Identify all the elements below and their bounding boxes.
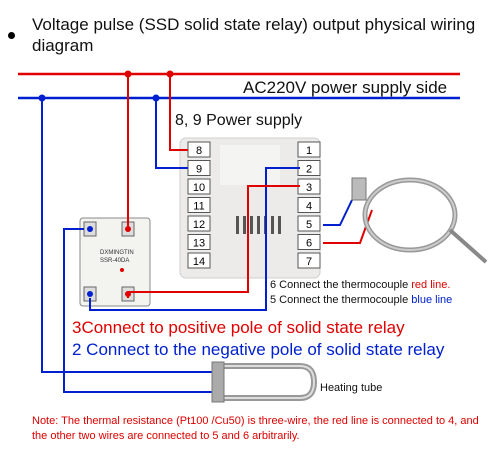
left-terminal-box bbox=[187, 178, 211, 195]
heating-tube bbox=[222, 363, 318, 401]
right-terminal-4: 4 bbox=[306, 201, 312, 213]
left-terminal-box bbox=[187, 215, 211, 232]
left-terminal-11: 11 bbox=[193, 201, 204, 213]
supply-label: AC220V power supply side bbox=[243, 78, 448, 97]
left-terminal-12: 12 bbox=[193, 219, 205, 231]
right-terminal-6: 6 bbox=[306, 238, 312, 250]
left-terminal-box bbox=[187, 234, 211, 250]
left-terminal-box bbox=[187, 197, 211, 213]
left-terminal-14: 14 bbox=[193, 256, 205, 268]
tc-blue-wire bbox=[323, 199, 353, 226]
right-terminal-2: 2 bbox=[306, 164, 312, 176]
wire-ssr-load bbox=[63, 228, 222, 393]
wire-terminal-2 bbox=[89, 167, 300, 311]
left-terminal-9: 9 bbox=[196, 164, 202, 176]
left-terminal-8: 8 bbox=[196, 145, 202, 157]
relay-negative-note: 2 Connect to the negative pole of solid … bbox=[72, 340, 445, 359]
relay-positive-note: 3Connect to positive pole of solid state… bbox=[72, 318, 405, 337]
tc-connector bbox=[351, 177, 367, 201]
tc-probe bbox=[448, 228, 488, 264]
diagram-title: Voltage pulse (SSD solid state relay) ou… bbox=[32, 15, 476, 55]
right-terminal-box bbox=[297, 215, 321, 232]
tc-blue-note: 5 Connect the thermocouple blue line bbox=[270, 294, 453, 306]
heating-tube-label: Heating tube bbox=[320, 382, 383, 394]
right-terminal-box bbox=[297, 234, 321, 250]
note-text: Note: The thermal resistance (Pt100 /Cu5… bbox=[32, 415, 479, 442]
ssr-body bbox=[79, 217, 151, 307]
wire-heater-neutral bbox=[41, 98, 222, 373]
right-terminal-box bbox=[297, 197, 321, 213]
left-terminal-10: 10 bbox=[193, 182, 205, 194]
title-bullet bbox=[8, 32, 15, 39]
right-terminal-box bbox=[297, 252, 321, 269]
ssr-model: SSR-40DA bbox=[100, 258, 130, 264]
right-terminal-box bbox=[297, 141, 321, 158]
right-terminal-1: 1 bbox=[306, 145, 312, 157]
wire-terminal-3 bbox=[127, 185, 300, 298]
controller-window bbox=[220, 145, 280, 185]
heating-tube-head bbox=[211, 361, 225, 403]
right-terminal-7: 7 bbox=[306, 256, 312, 268]
wire-8 bbox=[169, 74, 188, 151]
ssr-brand: DXMINGTIN bbox=[100, 250, 134, 256]
power-label: 8, 9 Power supply bbox=[175, 112, 303, 129]
right-terminal-3: 3 bbox=[306, 182, 312, 194]
left-terminal-13: 13 bbox=[193, 238, 205, 250]
wire-9 bbox=[155, 98, 188, 169]
left-terminal-box bbox=[187, 252, 211, 269]
right-terminal-5: 5 bbox=[306, 219, 312, 231]
tc-red-note: 6 Connect the thermocouple red line. bbox=[270, 279, 451, 291]
